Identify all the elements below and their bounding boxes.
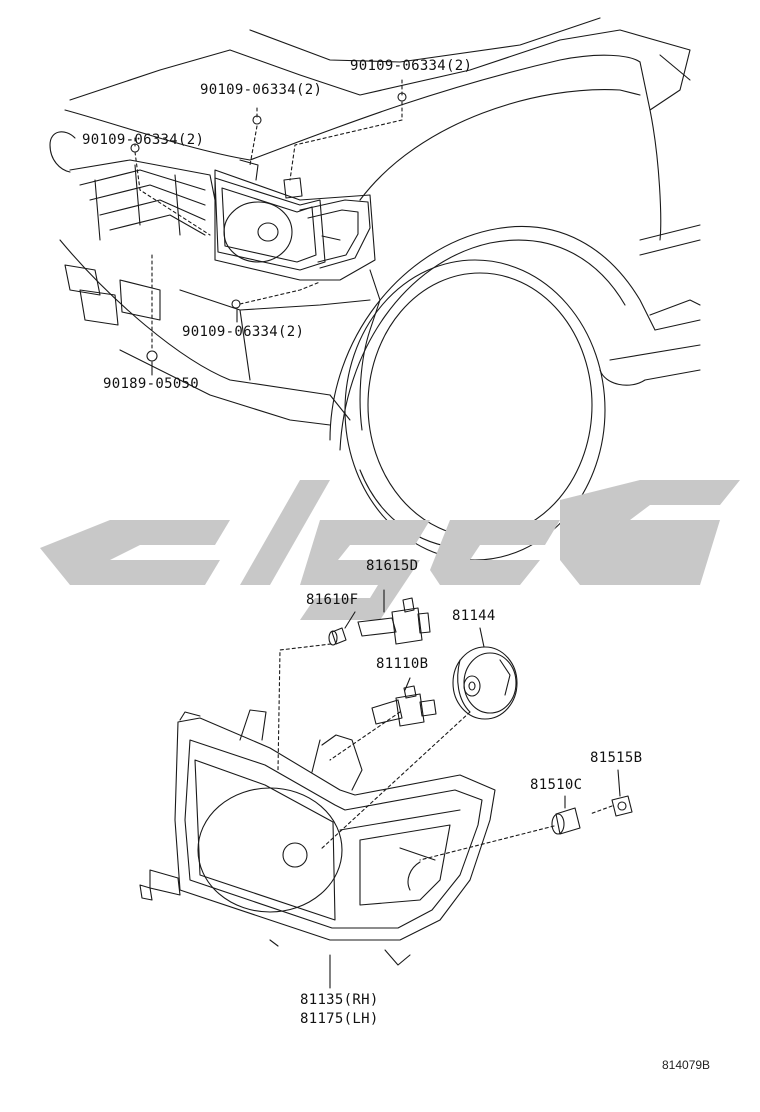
- bulb-81110b: [371, 685, 437, 727]
- leader-lines-top: [134, 79, 403, 351]
- bulb-81615d: [357, 597, 431, 645]
- headlight-installed: [214, 159, 371, 271]
- label-assy-lh: 81175(LH): [300, 1011, 379, 1027]
- leader-curve: [49, 131, 76, 146]
- label-part-81510c: 81510C: [530, 777, 583, 793]
- leader-81144: [479, 627, 485, 648]
- label-part-81144: 81144: [452, 608, 496, 624]
- label-clip: 90189-05050: [103, 376, 200, 392]
- vehicle-body-outline: [59, 17, 701, 451]
- socket-81515b: [611, 795, 633, 817]
- label-part-81615d: 81615D: [366, 558, 419, 574]
- label-assy-rh: 81135(RH): [300, 992, 379, 1008]
- leader-81110b: [404, 677, 411, 691]
- headlight-assembly: [139, 709, 496, 966]
- label-bolt-left: 90109-06334(2): [82, 132, 205, 148]
- label-part-81515b: 81515B: [590, 750, 643, 766]
- leader-lines-lower: [277, 643, 613, 861]
- bulb-81510c: [551, 807, 581, 835]
- watermark-logo: [40, 480, 740, 620]
- label-bolt-top-right: 90109-06334(2): [350, 58, 473, 74]
- label-bolt-top-mid: 90109-06334(2): [200, 82, 323, 98]
- socket-81144: [452, 646, 518, 720]
- diagram-code: 814079B: [662, 1058, 711, 1072]
- bulb-81610f: [328, 627, 347, 646]
- label-part-81110b: 81110B: [376, 656, 429, 672]
- leader-81610f: [344, 611, 356, 629]
- leader-81515b: [617, 769, 621, 797]
- leader-curve-2: [49, 144, 71, 173]
- label-bolt-lower: 90109-06334(2): [182, 324, 305, 340]
- label-part-81610f: 81610F: [306, 592, 359, 608]
